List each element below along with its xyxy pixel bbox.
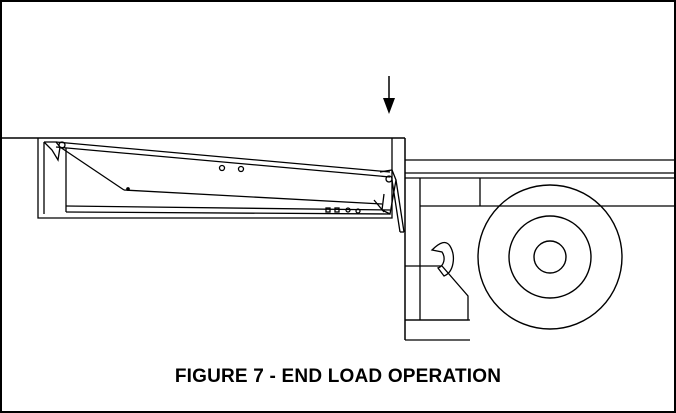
truck-wheel bbox=[477, 184, 623, 330]
leveler-deck bbox=[43, 141, 405, 233]
dock-bumper bbox=[405, 265, 469, 321]
truck-bed bbox=[405, 159, 676, 341]
figure-caption: FIGURE 7 - END LOAD OPERATION bbox=[174, 366, 502, 387]
truck-rear-hook bbox=[430, 241, 455, 277]
down-arrow-icon bbox=[383, 76, 395, 114]
